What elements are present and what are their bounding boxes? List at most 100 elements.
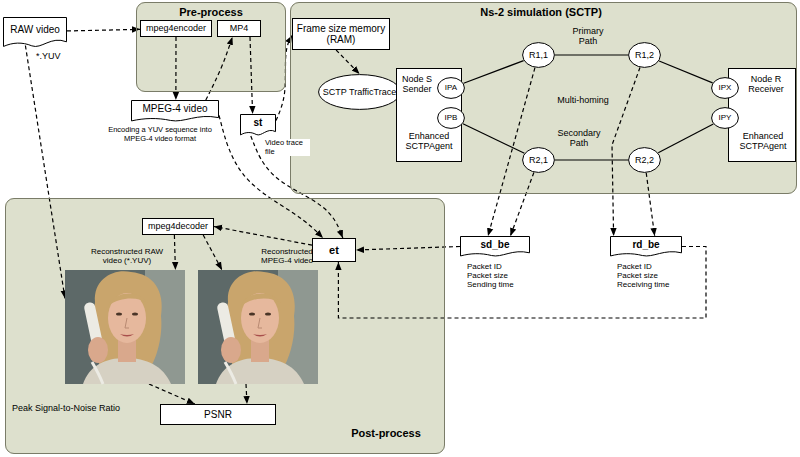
annotation-label: Video trace file bbox=[264, 139, 310, 156]
ellipse-outline bbox=[629, 43, 661, 68]
annotation-label: *.YUV bbox=[36, 51, 76, 61]
dashed-arrow bbox=[175, 37, 176, 100]
ellipse-outline bbox=[629, 148, 661, 173]
ellipse-outline bbox=[438, 78, 465, 99]
node-text: mpeg4encoder bbox=[144, 23, 208, 33]
annotation-label: Secondary Path bbox=[552, 128, 606, 149]
ellipse-outline bbox=[712, 108, 739, 129]
node-text: Node S Sender bbox=[399, 74, 435, 94]
node-text: mpeg4decoder bbox=[146, 221, 210, 231]
link-line bbox=[555, 159, 628, 160]
node-text: Enhanced SCTPAgent bbox=[733, 131, 793, 151]
node-text: Reconstructed RAW video (*.YUV) bbox=[86, 248, 168, 266]
metric-box: PSNR bbox=[160, 404, 276, 425]
ellipse-outline bbox=[712, 78, 739, 99]
document-outline bbox=[132, 101, 219, 121]
tool-box: mpeg4decoder bbox=[142, 218, 214, 235]
simulation-panel: Frame size memory (RAM) SCTP TrafficTrace… bbox=[290, 2, 797, 194]
node-text: Enhanced SCTPAgent bbox=[398, 131, 460, 151]
stage-panel: mpeg4encoder MP4 Pre-process bbox=[136, 2, 286, 92]
node-text: R1,2 bbox=[630, 50, 659, 60]
dashed-arrow bbox=[338, 247, 706, 319]
node-text: Frame size memory (RAM) bbox=[296, 23, 386, 45]
node-text: Ns-2 simulation (SCTP) bbox=[441, 6, 641, 18]
post-process-panel: mpeg4decoderetReconstructed RAW video (*… bbox=[5, 198, 445, 454]
dashed-arrow bbox=[246, 384, 247, 404]
video-frame: Reconstructed MPEG-4 video bbox=[198, 270, 318, 384]
trace-file: rd_be bbox=[610, 236, 682, 257]
node-text: MPEG-4 video bbox=[134, 103, 216, 114]
video-file: RAW video bbox=[3, 17, 67, 48]
node-text: SCTP TrafficTrace bbox=[320, 87, 399, 97]
node-text: Node R Receiver bbox=[741, 74, 791, 94]
trace-file: st bbox=[240, 114, 276, 136]
panel-ground bbox=[136, 2, 286, 92]
node-text: Reconstructed MPEG-4 video bbox=[252, 248, 322, 266]
annotation-label: Packet ID Packet size Receiving time bbox=[617, 262, 677, 290]
annotation-label: Multi-homing bbox=[548, 95, 618, 105]
node-text: Pre-process bbox=[137, 6, 285, 18]
dashed-arrow bbox=[336, 50, 359, 74]
dashed-arrow bbox=[203, 235, 222, 270]
video-file: MPEG-4 video bbox=[131, 100, 219, 122]
router-circle: R2,2 bbox=[628, 147, 661, 173]
tool-box: mpeg4encoder bbox=[140, 20, 212, 37]
router-circle: R1,2 bbox=[628, 42, 661, 68]
memory-box: Frame size memory (RAM) bbox=[292, 18, 390, 50]
document-outline bbox=[4, 18, 67, 47]
link-line bbox=[658, 124, 713, 153]
document-outline bbox=[241, 115, 276, 135]
ip-interface: IPB bbox=[437, 107, 465, 129]
document-outline bbox=[461, 237, 530, 256]
node-text: rd_be bbox=[613, 239, 679, 250]
ip-interface: IPX bbox=[711, 77, 739, 99]
ellipse-outline bbox=[523, 148, 555, 173]
dashed-arrow bbox=[67, 29, 140, 31]
link-line bbox=[659, 61, 712, 83]
panel-grounds bbox=[5, 2, 797, 454]
dashed-arrow bbox=[214, 227, 312, 246]
node-text: R2,2 bbox=[630, 155, 659, 165]
photo-raw bbox=[65, 270, 185, 384]
ellipse-outline bbox=[523, 43, 555, 68]
link-line bbox=[555, 54, 628, 55]
dashed-arrow bbox=[25, 46, 65, 299]
annotation-label: Peak Signal-to-Noise Ratio bbox=[12, 403, 152, 413]
document-outline bbox=[611, 237, 682, 256]
annotation-label: Packet ID Packet size Sending time bbox=[467, 262, 525, 290]
node-text: PSNR bbox=[164, 409, 272, 420]
node-text: IPX bbox=[713, 84, 737, 93]
node-text: IPA bbox=[439, 84, 463, 93]
ip-interface: IPY bbox=[711, 107, 739, 129]
node-text: R1,1 bbox=[524, 50, 553, 60]
trace-file: sd_be bbox=[460, 236, 530, 257]
ellipse-outline bbox=[319, 75, 401, 110]
dashed-arrow bbox=[510, 172, 533, 236]
dashed-arrow bbox=[250, 37, 253, 114]
file-box: MP4 bbox=[217, 20, 261, 37]
annotation-label: Primary Path bbox=[566, 26, 610, 47]
sender-node: IPA IPB Node S SenderEnhanced SCTPAgent bbox=[396, 68, 462, 162]
video-frame: Reconstructed RAW video (*.YUV) bbox=[65, 270, 185, 384]
dashed-arrow bbox=[219, 115, 323, 238]
node-text: Post-process bbox=[336, 427, 436, 439]
router-circle: R1,1 bbox=[522, 42, 555, 68]
node-text: sd_be bbox=[463, 239, 527, 250]
panel-ground bbox=[5, 198, 445, 454]
node-text: MP4 bbox=[221, 23, 257, 33]
panel-ground bbox=[290, 2, 797, 194]
trace-ellipse: SCTP TrafficTrace bbox=[318, 74, 401, 110]
receiver-node: IPXIPYNode R ReceiverEnhanced SCTPAgent bbox=[728, 68, 796, 162]
node-text: RAW video bbox=[6, 24, 64, 35]
connectors bbox=[25, 29, 713, 404]
photo-mpeg4 bbox=[198, 270, 318, 384]
node-text: st bbox=[243, 117, 273, 128]
dashed-arrow bbox=[174, 235, 175, 270]
node-text: IPY bbox=[713, 114, 737, 123]
node-text: IPB bbox=[439, 114, 463, 123]
node-text: R2,1 bbox=[524, 155, 553, 165]
dashed-arrow bbox=[646, 173, 654, 236]
dashed-arrow bbox=[206, 37, 233, 100]
tool-box: et bbox=[312, 238, 356, 262]
